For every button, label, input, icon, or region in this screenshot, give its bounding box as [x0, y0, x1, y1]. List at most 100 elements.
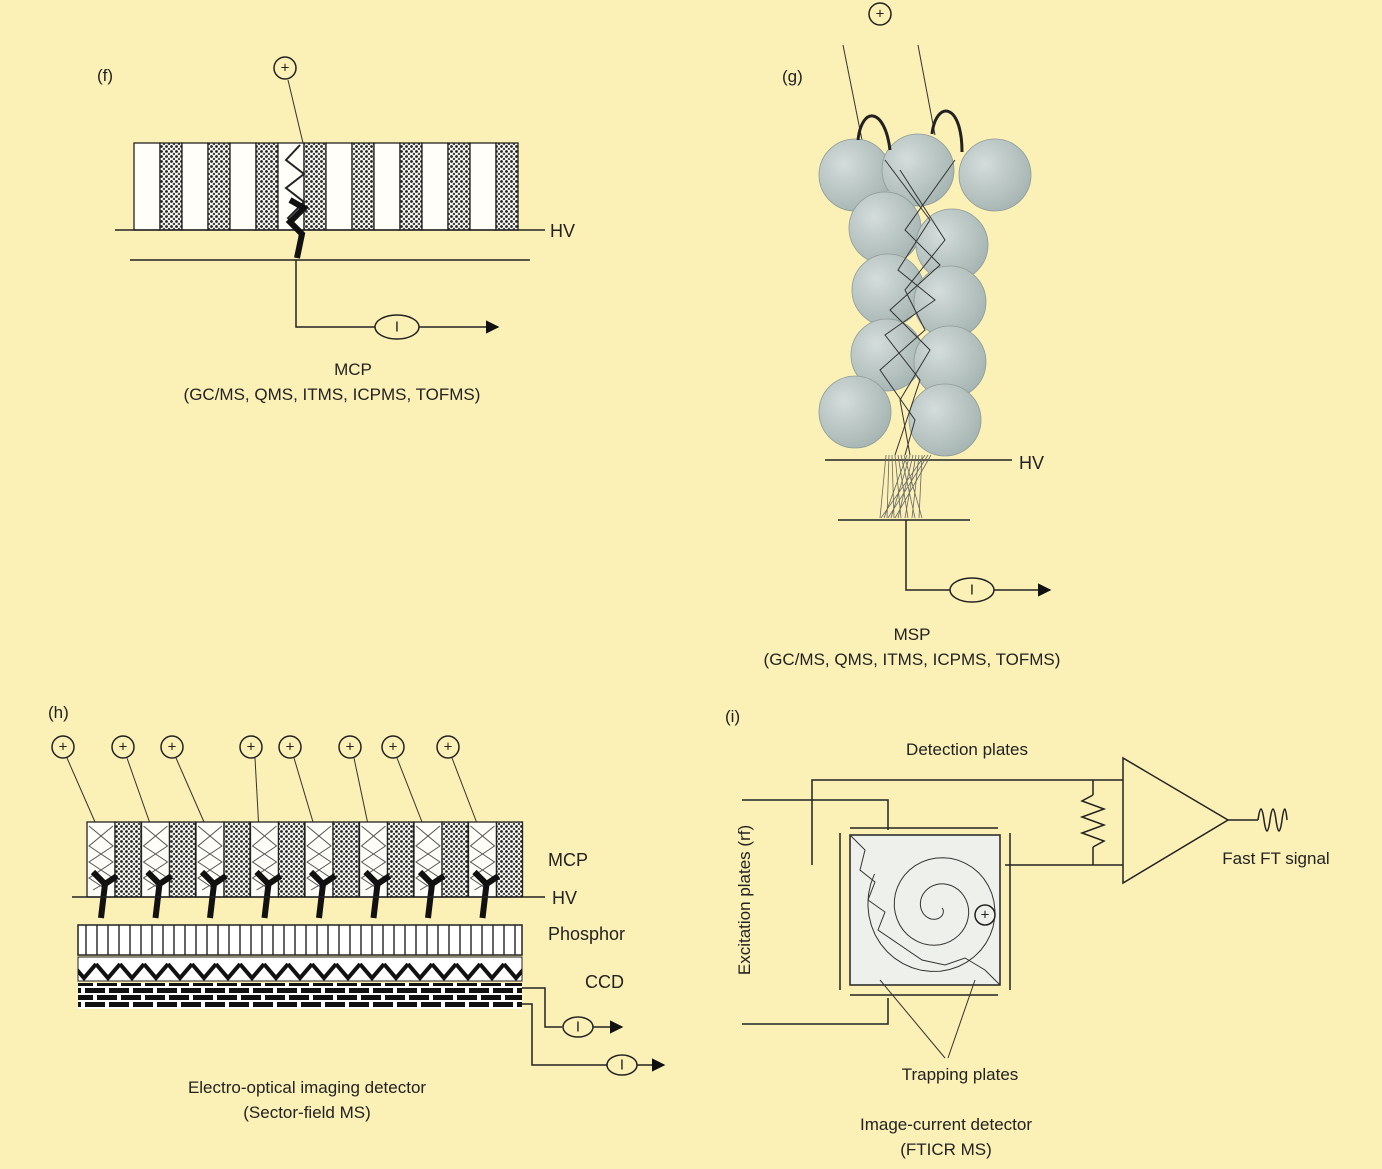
- mcp-channel-wall: [332, 821, 360, 898]
- electron-cascade: [142, 825, 169, 891]
- caption-title: MCP: [334, 360, 372, 379]
- panel-f-tag: (f): [97, 66, 113, 85]
- ion-trajectory: [353, 757, 368, 823]
- electron-ray: [879, 454, 887, 519]
- output-wire: [522, 1003, 607, 1066]
- electron-path: [889, 159, 956, 456]
- ion-icon: [51, 735, 75, 759]
- ion-trajectory: [917, 44, 936, 136]
- ccd-layer: [78, 983, 522, 1009]
- panel-f: (f) HV + I MCP (GC/MS, QMS, ITMS, ICPMS,…: [97, 56, 575, 404]
- incoming-ions: ++++++++: [51, 735, 477, 823]
- panel-i: (i) Detection plates Fast FT signal + Ex…: [725, 707, 1330, 1159]
- phosphor-label: Phosphor: [548, 924, 625, 944]
- electron-cascade-bold: [285, 197, 309, 259]
- fast-ft-signal-icon: [1257, 808, 1288, 832]
- ion-icon: [273, 56, 297, 80]
- mcp-channel: [181, 142, 209, 231]
- ion-trajectory: [66, 757, 96, 823]
- trapping-plates-label: Trapping plates: [902, 1065, 1019, 1084]
- ion-icon: [239, 735, 263, 759]
- microsphere: [818, 375, 892, 449]
- electron-cascade: [306, 825, 332, 891]
- mcp-channel: [249, 821, 280, 898]
- ion-icon: [338, 735, 362, 759]
- ion-symbol: +: [981, 907, 990, 924]
- electron-ray: [891, 454, 895, 519]
- electron-cascade: [469, 825, 496, 891]
- microsphere: [848, 191, 922, 265]
- electron-cascade-bold: [472, 869, 501, 919]
- output-wire: [295, 260, 375, 328]
- electron-ray: [880, 454, 926, 519]
- ion-icon: [278, 735, 302, 759]
- mcp-channel-wall: [399, 142, 423, 231]
- current-symbol: I: [970, 582, 974, 599]
- electron-ray: [894, 454, 902, 519]
- ion-trajectory: [451, 757, 477, 823]
- electron-ray: [886, 454, 890, 519]
- electron-path: [879, 169, 946, 456]
- ion-icon: [868, 2, 892, 26]
- hv-label: HV: [1019, 453, 1044, 473]
- excitation-plates-label: Excitation plates (rf): [735, 825, 754, 975]
- entrance-hook: [856, 114, 892, 151]
- ion-trajectory: [396, 757, 423, 823]
- caption-subtitle: (FTICR MS): [900, 1140, 992, 1159]
- fiber-optic-layer: [77, 956, 523, 982]
- electron-cascade: [88, 825, 114, 891]
- mcp-channel-wall: [441, 821, 469, 898]
- mcp-channel-array: [86, 821, 524, 919]
- ion-icon: [160, 735, 184, 759]
- ion-trajectory: [175, 757, 205, 823]
- mcp-channel: [373, 142, 401, 231]
- caption-subtitle: (Sector-field MS): [243, 1103, 371, 1122]
- electron-ray: [887, 454, 929, 519]
- ion-symbol: +: [59, 739, 68, 756]
- mcp-channel: [86, 821, 116, 898]
- ion-symbol: +: [281, 60, 290, 77]
- trapping-pointer: [879, 979, 946, 1059]
- caption-title: MSP: [894, 625, 931, 644]
- ion-trajectory: [126, 757, 150, 823]
- ion-trajectory: [287, 79, 304, 144]
- microsphere: [958, 138, 1032, 212]
- ion-symbol: +: [346, 739, 355, 756]
- output-wire: [905, 520, 950, 591]
- amplifier-icon: [1122, 756, 1230, 885]
- mcp-channel: [358, 821, 389, 898]
- electron-cascade-bold: [199, 869, 228, 919]
- ion-orbit: [849, 834, 1001, 986]
- mcp-channel-wall: [168, 821, 197, 898]
- electron-cascade-bold: [417, 869, 446, 919]
- electron-ray: [894, 454, 932, 519]
- electron-cascade-bold: [145, 869, 174, 919]
- trapping-pointer: [947, 979, 976, 1059]
- ion-symbol: +: [119, 739, 128, 756]
- panel-g: (g) + HV I MSP (GC/MS, QMS, ITMS, ICPMS,…: [764, 2, 1061, 669]
- phosphor-layer: [77, 924, 523, 956]
- mcp-channel-wall: [255, 142, 279, 231]
- mcp-channel: [229, 142, 257, 231]
- electron-path: [884, 159, 936, 456]
- mcp-channel-wall: [303, 142, 327, 231]
- microsphere: [881, 133, 955, 207]
- mcp-label: MCP: [548, 850, 588, 870]
- signal-label: Fast FT signal: [1222, 849, 1329, 868]
- detection-wire: [811, 779, 1125, 865]
- mcp-channel: [467, 821, 498, 898]
- electron-ray: [904, 454, 917, 519]
- mcp-channel-wall: [447, 142, 471, 231]
- caption-subtitle: (GC/MS, QMS, ITMS, ICPMS, TOFMS): [184, 385, 481, 404]
- ion-symbol: +: [286, 739, 295, 756]
- panel-i-tag: (i): [725, 707, 740, 726]
- panel-h: (h) ++++++++ MCP HV Phosphor CCD I I Ele…: [48, 703, 666, 1122]
- caption-subtitle: (GC/MS, QMS, ITMS, ICPMS, TOFMS): [764, 650, 1061, 669]
- mcp-channel-wall: [351, 142, 375, 231]
- detection-plates-label: Detection plates: [906, 740, 1028, 759]
- electron-cascade: [360, 825, 387, 891]
- mcp-channel-wall: [159, 142, 183, 231]
- mcp-channel-wall: [223, 821, 251, 898]
- electron-ray: [897, 454, 914, 519]
- phosphor-grains: [85, 925, 516, 955]
